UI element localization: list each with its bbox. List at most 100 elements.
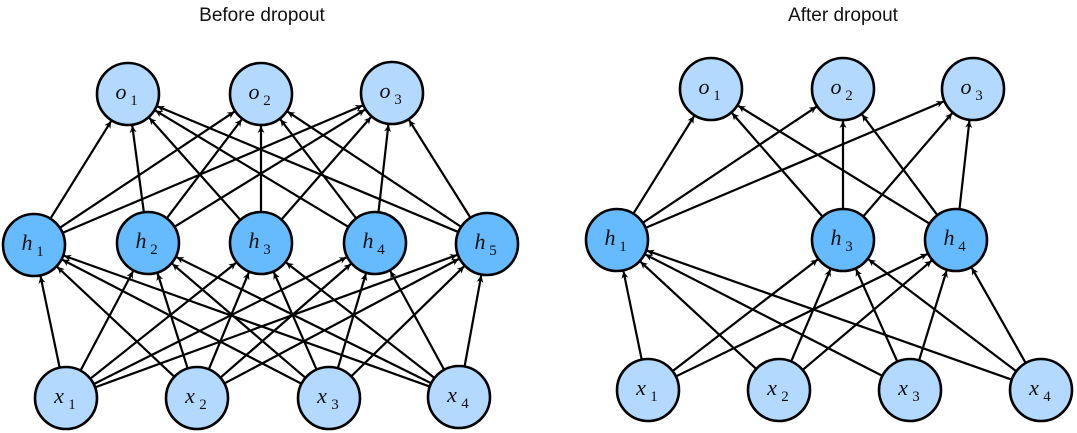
node-circle — [584, 207, 650, 273]
after-edge-h4-to-o2 — [861, 113, 939, 216]
node-subscript: 2 — [263, 93, 271, 109]
before-edge-h3-to-o3 — [280, 116, 372, 221]
node-subscript: 4 — [958, 239, 966, 255]
before-edge-x2-to-h2 — [156, 273, 189, 369]
node-label: x — [53, 383, 64, 408]
node-subscript: 2 — [150, 242, 158, 258]
node-circle — [923, 207, 989, 273]
before-edge-x4-to-h1 — [63, 254, 431, 388]
after-edge-h1-to-o1 — [632, 115, 696, 215]
before-edge-h5-to-o2 — [287, 110, 462, 228]
node-subscript: 3 — [912, 389, 920, 405]
node-subscript: 2 — [199, 397, 207, 413]
node-label: h — [831, 225, 842, 250]
before-edge-h1-to-o3 — [62, 104, 363, 234]
after-edge-h1-to-o2 — [642, 105, 818, 224]
after-edge-x4-to-h4 — [970, 267, 1027, 364]
edges — [38, 100, 1027, 389]
node-circle — [454, 211, 520, 277]
after-edge-x3-to-h1 — [644, 253, 883, 377]
node-circle — [877, 357, 943, 423]
node-circle — [678, 56, 744, 122]
before-edge-x3-to-h3 — [272, 271, 318, 371]
node-circle — [228, 210, 294, 276]
before-edge-x4-to-h2 — [176, 256, 432, 385]
node-label: x — [766, 375, 777, 400]
node-circle — [810, 56, 876, 122]
after-edge-h3-to-o3 — [862, 112, 953, 218]
node-subscript: 2 — [845, 88, 853, 104]
node-circle — [115, 210, 181, 276]
node-subscript: 4 — [1043, 389, 1051, 405]
before-edge-h5-to-o1 — [157, 105, 459, 234]
node-circle — [1008, 357, 1074, 423]
before-edge-x1-to-h1 — [38, 276, 61, 368]
node-circle — [940, 56, 1006, 122]
node-circle — [1, 212, 67, 278]
node-subscript: 2 — [781, 389, 789, 405]
after-edge-h1-to-o3 — [645, 100, 944, 229]
before-edge-h3-to-o1 — [148, 117, 242, 221]
before-edge-x3-to-h2 — [171, 262, 307, 379]
after-edge-x3-to-h4 — [918, 270, 948, 361]
before-edge-x2-to-h1 — [56, 266, 176, 378]
node-label: h — [249, 228, 260, 253]
node-label: x — [897, 375, 908, 400]
after-edge-x4-to-h1 — [646, 249, 1013, 381]
node-label: h — [605, 225, 616, 250]
node-circle — [426, 364, 492, 430]
node-subscript: 1 — [36, 244, 44, 260]
node-label: x — [446, 382, 457, 407]
node-label: o — [699, 74, 710, 99]
node-label: o — [961, 74, 972, 99]
node-label: x — [316, 383, 327, 408]
node-label: h — [22, 230, 33, 255]
after-edge-x2-to-h4 — [801, 259, 933, 371]
node-subscript: 1 — [713, 88, 721, 104]
node-subscript: 3 — [845, 239, 853, 255]
node-label: h — [475, 229, 486, 254]
before-edge-x1-to-h3 — [89, 262, 237, 380]
title-after-dropout: After dropout — [788, 5, 899, 26]
node-label: h — [136, 228, 147, 253]
after-edge-x4-to-h3 — [867, 258, 1017, 373]
before-edge-h2-to-o2 — [165, 118, 243, 219]
node-subscript: 1 — [130, 93, 138, 109]
before-edge-x3-to-h5 — [350, 265, 465, 378]
node-circle — [746, 357, 812, 423]
node-circle — [95, 61, 161, 127]
before-edge-h4-to-o1 — [154, 109, 350, 228]
title-before-dropout: Before dropout — [199, 5, 325, 26]
node-circle — [228, 61, 294, 127]
node-circle — [615, 357, 681, 423]
before-edge-x3-to-h1 — [61, 258, 302, 385]
after-edge-x1-to-h1 — [621, 271, 643, 360]
node-label: o — [116, 79, 127, 104]
before-edge-x1-to-h2 — [79, 270, 135, 372]
before-edge-x2-to-h5 — [223, 258, 460, 385]
node-subscript: 3 — [394, 92, 402, 108]
before-edge-h4-to-o3 — [377, 124, 392, 213]
node-circle — [33, 365, 99, 431]
after-edge-x1-to-h4 — [675, 253, 928, 378]
node-circle — [359, 60, 425, 126]
after-edge-x1-to-h3 — [671, 258, 819, 372]
node-label: h — [363, 228, 374, 253]
